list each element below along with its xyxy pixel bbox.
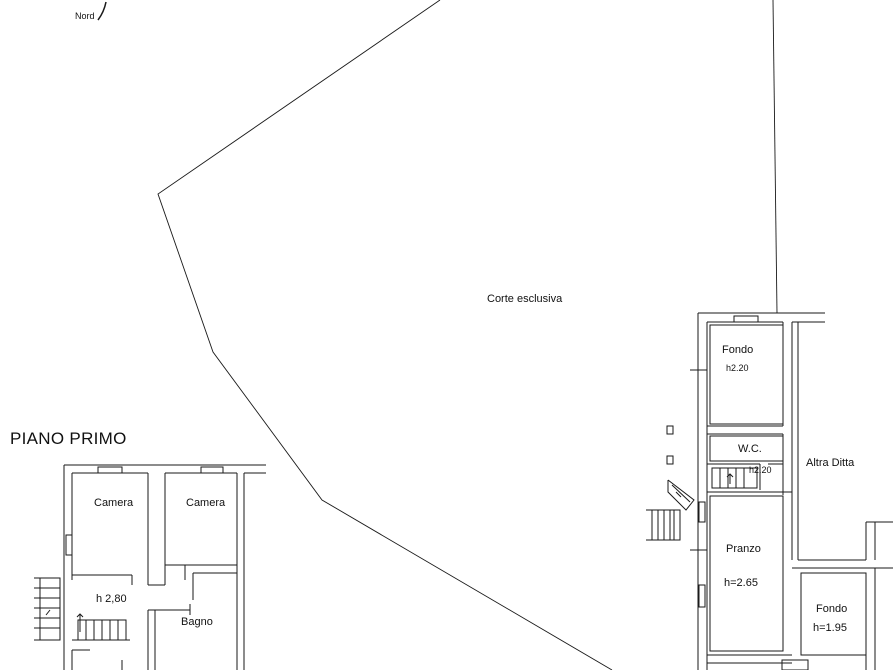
label-altra-ditta: Altra Ditta [806, 457, 855, 469]
label-fondo-bottom: Fondo [816, 603, 848, 615]
room-fondo-top [709, 324, 784, 425]
label-bagno: Bagno [181, 616, 213, 628]
label-pranzo: Pranzo [726, 543, 761, 555]
label-camera-right: Camera [186, 497, 226, 509]
ground-floor-plan [646, 312, 893, 670]
north-arrow-icon [97, 1, 107, 21]
label-pranzo-height: h=2.65 [724, 577, 758, 589]
room-pranzo [709, 495, 784, 652]
first-floor-plan [34, 464, 266, 670]
label-wc: W.C. [738, 443, 762, 455]
courtyard-label: Corte esclusiva [487, 293, 563, 305]
label-camera-left: Camera [94, 497, 134, 509]
label-fondo-bottom-height: h=1.95 [813, 622, 847, 634]
north-label: Nord [75, 11, 95, 21]
label-stair-height: h 2,80 [96, 593, 127, 605]
section-title: PIANO PRIMO [10, 429, 127, 448]
label-fondo-top-height: h2.20 [726, 363, 749, 373]
label-fondo-top: Fondo [722, 344, 754, 356]
courtyard-boundary [157, 0, 613, 670]
courtyard-boundary-east [772, 0, 778, 314]
label-wc-height: h2.20 [749, 465, 772, 475]
